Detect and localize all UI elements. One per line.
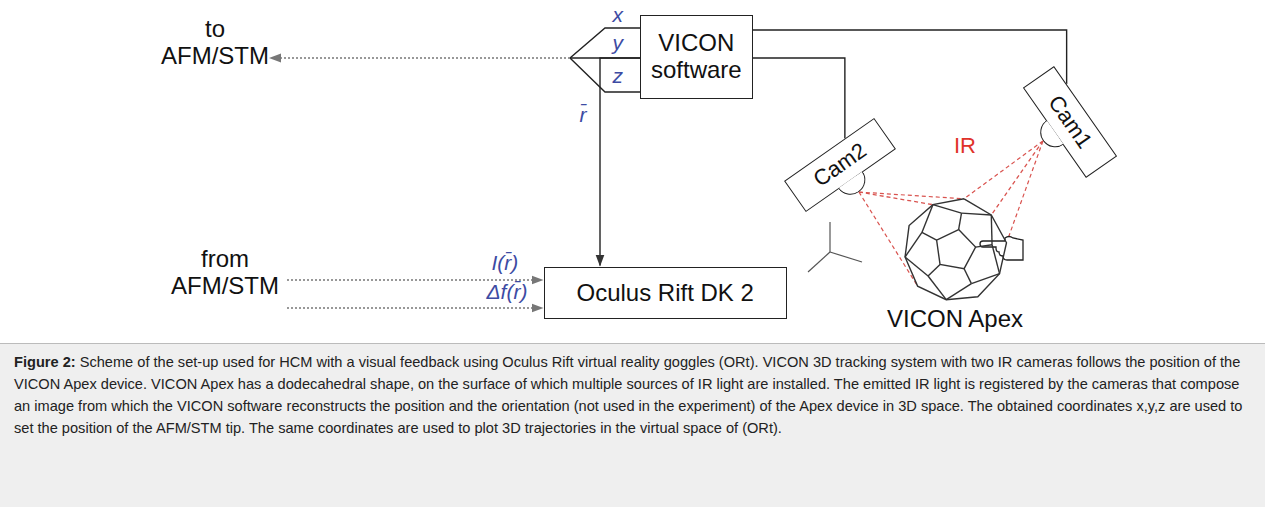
axis-line xyxy=(830,252,862,262)
dodecahedron-edge xyxy=(928,276,946,300)
signal-name: y xyxy=(613,31,624,55)
axes-icon xyxy=(808,222,862,272)
camera-box: Cam2 xyxy=(784,118,896,212)
signal-name: x xyxy=(613,3,624,27)
dotted-signal xyxy=(287,307,543,308)
hand-icon xyxy=(980,237,1023,261)
port-label: to AFM/STM xyxy=(161,15,269,70)
signal-wire xyxy=(753,58,845,138)
dodecahedron xyxy=(895,195,1015,305)
dodecahedron-edge xyxy=(937,230,976,269)
dodecahedron-edge xyxy=(964,269,971,284)
ir-label: IR xyxy=(954,133,976,158)
dodecahedron-edge xyxy=(905,232,922,257)
node-text: VICON Apex xyxy=(887,305,1023,333)
ir-ray xyxy=(1007,141,1043,243)
signal-wire xyxy=(753,30,1067,84)
caption-body: Scheme of the set-up used for HCM with a… xyxy=(14,354,1242,436)
dodecahedron-edge xyxy=(922,232,937,240)
dotted-signal xyxy=(270,57,570,58)
dodecahedron-edge xyxy=(928,264,940,276)
goggles-box: Oculus Rift DK 2 xyxy=(544,267,787,320)
signal-name: Δf(r̄) xyxy=(487,280,528,304)
dodecahedron-edge xyxy=(976,245,992,247)
port-label: from AFM/STM xyxy=(171,245,279,300)
ir-ray xyxy=(859,192,933,205)
axis-line xyxy=(808,252,830,272)
ir-ray xyxy=(859,192,964,199)
ir-ray xyxy=(991,141,1043,215)
camera-box: Cam1 xyxy=(1023,66,1117,178)
dodecahedron-edge xyxy=(922,205,933,233)
dodecahedron-edge xyxy=(992,245,999,274)
dodecahedron-edge xyxy=(962,213,992,215)
dodecahedron-edge xyxy=(905,257,928,276)
node-text: Oculus Rift DK 2 xyxy=(577,280,754,307)
apex-device: VICON Apex xyxy=(887,195,1023,333)
axis-line xyxy=(829,222,830,252)
edge-label: r̄ xyxy=(578,103,589,127)
signal-name: z xyxy=(613,64,624,88)
ir-ray xyxy=(859,192,918,286)
dodecahedron-edge xyxy=(905,199,1006,300)
fork-wire xyxy=(570,58,640,92)
dodecahedron-edge xyxy=(991,215,993,245)
dodecahedron-edge xyxy=(933,205,962,213)
signal-name: I(r̄) xyxy=(492,251,519,275)
node-text: VICON software xyxy=(651,30,742,84)
dodecahedron-edge xyxy=(971,274,999,284)
dodecahedron-edge xyxy=(959,213,962,229)
signal-wire xyxy=(600,58,640,266)
software-box: VICON software xyxy=(640,15,753,99)
fork-wire xyxy=(570,28,640,58)
caption-lead: Figure 2: xyxy=(14,354,76,370)
dodecahedron-edge xyxy=(946,284,971,300)
caption: Figure 2: Scheme of the set-up used for … xyxy=(0,343,1265,507)
